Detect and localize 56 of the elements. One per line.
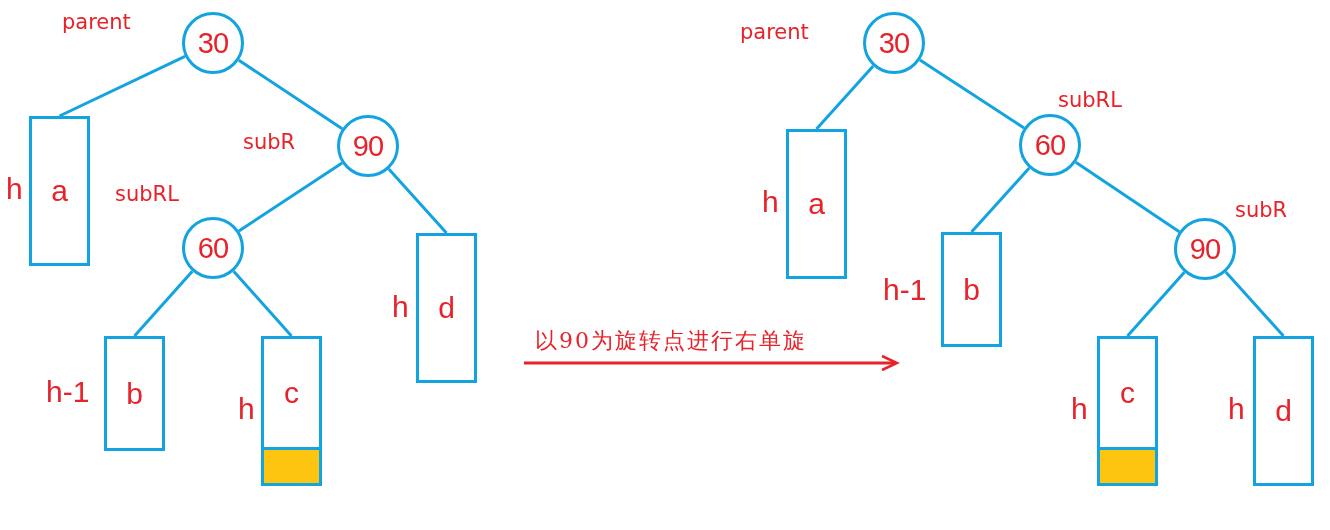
node-annotation: h-1 xyxy=(883,273,927,307)
node-annotation: subR xyxy=(1235,198,1288,222)
tree-node-circle xyxy=(1174,218,1236,280)
tree-edge xyxy=(1126,271,1186,337)
node-annotation: h xyxy=(392,290,409,324)
tree-edge xyxy=(1224,271,1285,337)
tree-edge xyxy=(238,161,343,233)
node-annotation: subRL xyxy=(115,182,179,206)
tree-node-circle xyxy=(1019,114,1081,176)
tree-node-circle xyxy=(863,12,925,74)
node-annotation: h xyxy=(6,172,23,206)
node-annotation: h xyxy=(1071,392,1088,426)
subtree-name: c xyxy=(284,376,299,410)
tree-edge xyxy=(58,54,186,118)
subtree-rect xyxy=(104,336,165,451)
subtree-rect xyxy=(1253,336,1314,486)
node-value: 90 xyxy=(1189,232,1221,266)
subtree-name: c xyxy=(1120,376,1135,410)
subtree-rect xyxy=(1097,336,1158,486)
tree-edge xyxy=(387,168,448,234)
tree-node-circle xyxy=(182,217,244,279)
node-value: 60 xyxy=(1034,128,1066,162)
node-annotation: h-1 xyxy=(46,375,90,409)
tree-edge xyxy=(1074,161,1181,233)
filled-block xyxy=(264,447,319,483)
node-annotation: parent xyxy=(740,20,809,44)
tree-edge xyxy=(238,58,343,131)
node-value: 30 xyxy=(878,26,910,60)
node-annotation: h xyxy=(762,185,779,219)
node-value: 90 xyxy=(352,129,384,163)
subtree-rect xyxy=(416,233,477,383)
tree-node-circle xyxy=(337,115,399,177)
subtree-name: b xyxy=(126,376,143,411)
tree-edge xyxy=(919,58,1025,130)
subtree-rect xyxy=(261,336,322,486)
subtree-rect xyxy=(29,116,90,266)
node-annotation: subRL xyxy=(1058,88,1122,112)
tree-edge xyxy=(232,270,293,337)
node-annotation: parent xyxy=(62,10,131,34)
subtree-rect xyxy=(786,129,847,279)
rotation-caption: 以90为旋转点进行右单旋 xyxy=(535,327,807,355)
node-annotation: subR xyxy=(243,130,296,154)
node-annotation: h xyxy=(238,392,255,426)
tree-edge xyxy=(133,270,194,337)
subtree-name: d xyxy=(1275,394,1292,428)
subtree-rect xyxy=(941,232,1002,347)
subtree-name: a xyxy=(51,174,68,208)
node-annotation: h xyxy=(1228,392,1245,426)
filled-block xyxy=(1100,447,1155,483)
node-value: 30 xyxy=(197,26,229,60)
node-value: 60 xyxy=(197,231,229,265)
subtree-name: b xyxy=(963,272,980,307)
tree-edge xyxy=(970,167,1031,233)
subtree-name: a xyxy=(808,187,825,221)
tree-edge xyxy=(815,65,875,130)
subtree-name: d xyxy=(438,291,455,325)
